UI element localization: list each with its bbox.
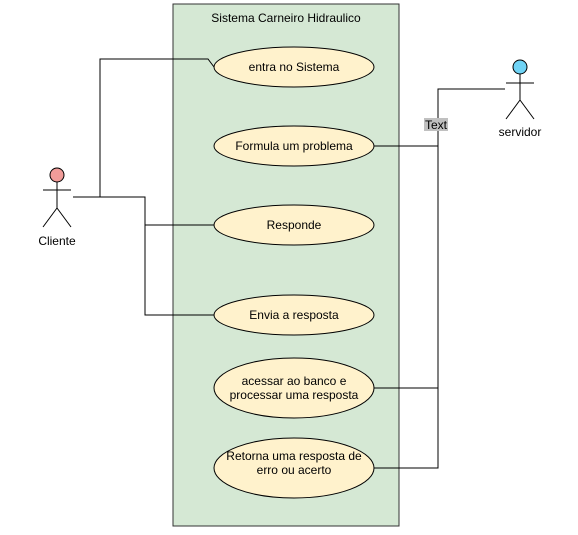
edge-label[interactable]: Text [425,118,448,132]
use-case-responde[interactable] [213,204,375,246]
actor-servidor-label: servidor [499,125,542,139]
actor-cliente-leg-left [42,207,58,228]
use-case-label: entra no Sistema [249,60,340,74]
use-case-label: Envia a resposta [249,308,339,322]
actor-cliente-leg-right [56,207,72,228]
use-case-label: Formula um problema [235,139,353,153]
connector-servidor-retorna[interactable] [373,88,505,469]
actor-cliente-head [49,167,65,183]
actor-cliente-label: Cliente [38,234,76,248]
edge-label-bg [424,118,448,131]
actor-servidor[interactable] [505,59,535,120]
actor-servidor-leg-right [519,99,535,120]
actor-cliente[interactable] [42,167,72,228]
use-case-entra-no-sistema[interactable] [213,46,375,88]
use-case-label-line2: erro ou acerto [257,463,332,477]
use-case-label-line2: processar uma resposta [230,388,359,402]
actor-servidor-head [512,59,528,75]
system-title: Sistema Carneiro Hidraulico [211,11,361,25]
use-case-label: Responde [267,218,322,232]
connector-cliente-envia[interactable] [73,196,214,316]
use-case-retorna-uma-resposta[interactable] [213,437,375,499]
actor-servidor-leg-left [505,99,521,120]
use-case-acessar-ao-banco[interactable] [213,357,375,419]
use-case-label-line1: Retorna uma resposta de [226,449,362,463]
use-case-envia-a-resposta[interactable] [213,294,375,336]
use-case-formula-um-problema[interactable] [213,125,375,167]
use-case-label-line1: acessar ao banco e [242,374,347,388]
